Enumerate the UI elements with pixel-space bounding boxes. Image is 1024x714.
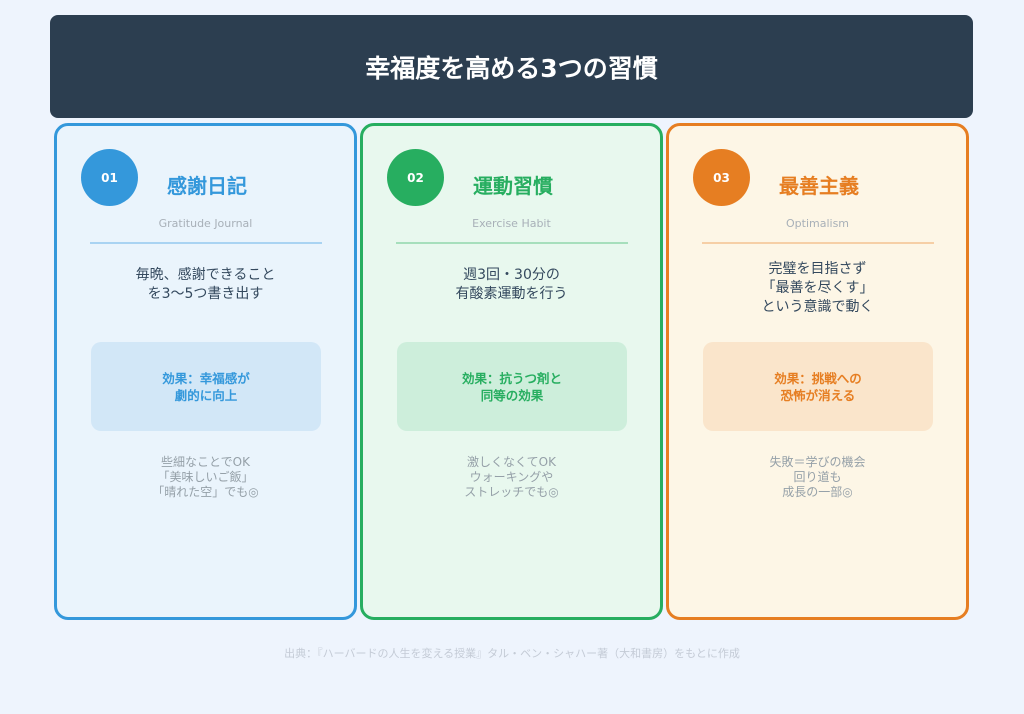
- card-description: 毎晩、感謝できること を3〜5つ書き出す: [135, 267, 276, 302]
- card-gratitude-journal: 01 感謝日記 Gratitude Journal 毎晩、感謝できること を3〜…: [54, 123, 357, 620]
- card-exercise-habit: 02 運動習慣 Exercise Habit 週3回・30分の 有酸素運動を行う…: [360, 123, 663, 620]
- card-title: 感謝日記: [167, 174, 247, 198]
- effect-box: 効果：挑戦への 恐怖が消える: [703, 342, 933, 431]
- card-title: 最善主義: [779, 174, 859, 198]
- header-banner: 幸福度を高める3つの習慣: [50, 15, 973, 118]
- source-citation: 出典：『ハーバードの人生を変える授業』タル・ベン・シャハー著（大和書房）をもとに…: [284, 647, 740, 660]
- card-subtitle: Exercise Habit: [472, 217, 551, 230]
- number-badge: 02: [387, 149, 444, 206]
- effect-box: 効果：抗うつ剤と 同等の効果: [397, 342, 627, 431]
- divider: [396, 242, 628, 244]
- number-badge: 03: [693, 149, 750, 206]
- effect-box: 効果：幸福感が 劇的に向上: [91, 342, 321, 431]
- card-subtitle: Gratitude Journal: [158, 217, 253, 230]
- number-badge: 01: [81, 149, 138, 206]
- divider: [702, 242, 934, 244]
- card-description: 完璧を目指さず 「最善を尽くす」 という意識で動く: [761, 261, 874, 315]
- divider: [90, 242, 322, 244]
- card-note: 激しくなくてOK ウォーキングや ストレッチでも◎: [464, 455, 559, 499]
- card-description: 週3回・30分の 有酸素運動を行う: [455, 267, 568, 302]
- card-note: 些細なことでOK 「美味しいご飯」 「晴れた空」でも◎: [152, 455, 259, 499]
- card-title: 運動習慣: [473, 174, 553, 198]
- card-optimalism: 03 最善主義 Optimalism 完璧を目指さず 「最善を尽くす」 という意…: [666, 123, 969, 620]
- card-subtitle: Optimalism: [785, 217, 850, 230]
- page-title: 幸福度を高める3つの習慣: [365, 53, 658, 83]
- card-note: 失敗＝学びの機会 回り道も 成長の一部◎: [769, 455, 866, 499]
